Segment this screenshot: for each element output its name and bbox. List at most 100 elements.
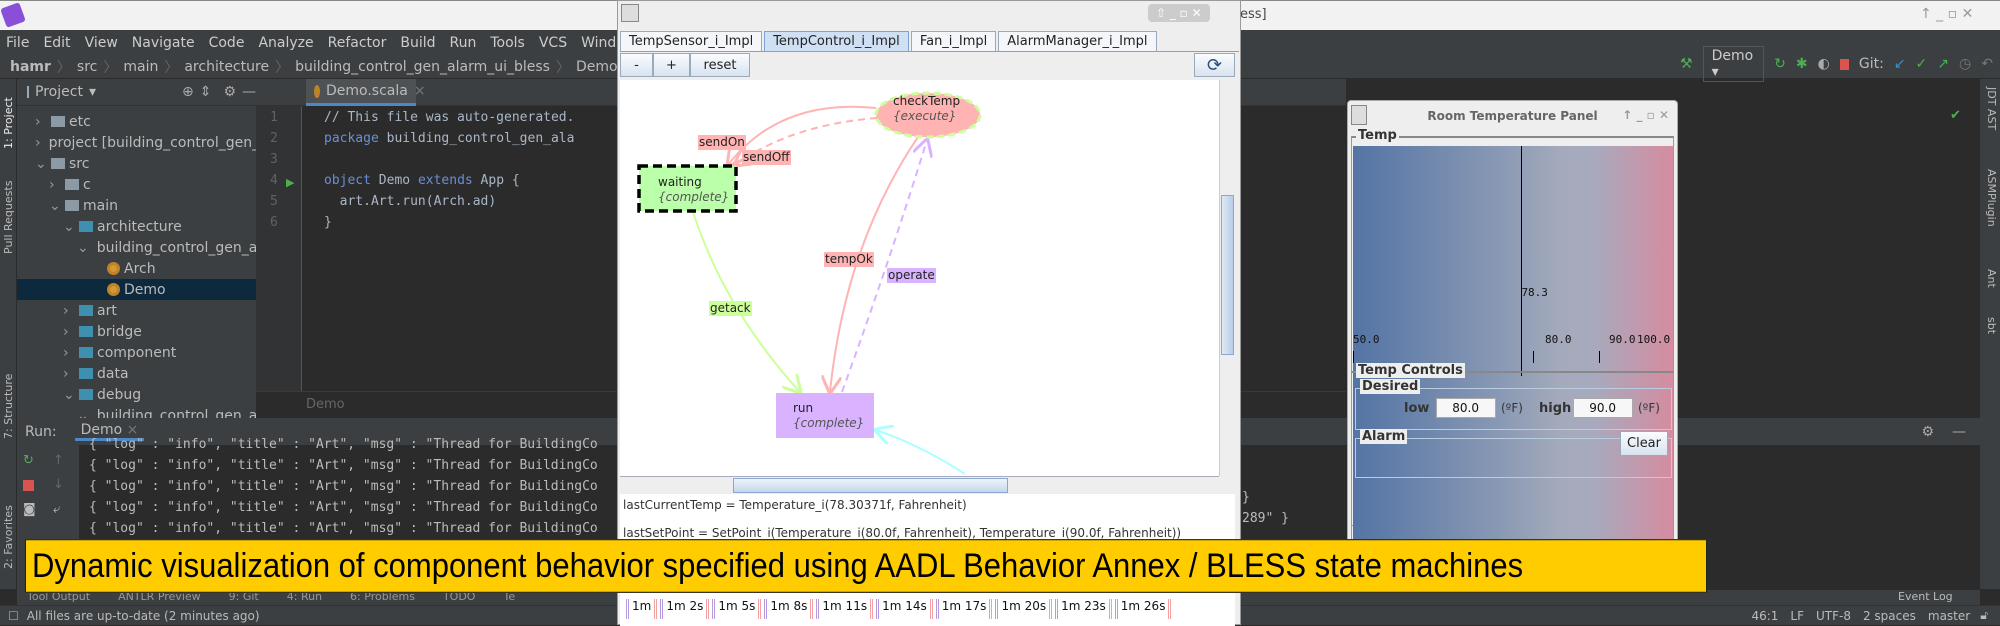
tree-item[interactable]: ⌄debug — [17, 384, 256, 405]
gear-icon[interactable]: ⚙ — [223, 84, 236, 100]
run-hide-icon[interactable]: — — [1952, 423, 1966, 440]
timeline-tick[interactable]: 1m 2s — [660, 599, 710, 619]
timeline-tick[interactable]: 1m 17s — [935, 599, 993, 619]
bottom-tab[interactable]: 6: Problems — [350, 590, 415, 603]
up-icon[interactable]: ↑ — [53, 453, 64, 468]
menu-build[interactable]: Build — [400, 35, 436, 51]
menu-code[interactable]: Code — [208, 35, 245, 51]
chevron-icon[interactable]: › — [49, 176, 55, 193]
reset-button[interactable]: reset — [690, 53, 750, 77]
lock-icon[interactable]: 🔓︎ — [1980, 608, 1988, 622]
breadcrumb-item[interactable]: main — [123, 59, 159, 75]
menu-vcs[interactable]: VCS — [538, 35, 568, 51]
tab-demo-scala[interactable]: Demo.scala× — [306, 79, 426, 106]
state-checkTemp[interactable]: checkTemp{execute} — [893, 94, 961, 123]
tree-item[interactable]: ⌄architecture — [17, 216, 256, 237]
tree-item[interactable]: Demo — [17, 279, 256, 300]
run-tab-demo[interactable]: Demo × — [74, 422, 145, 441]
menu-tools[interactable]: Tools — [490, 35, 525, 51]
room-window-controls[interactable]: ↑ _ ▫ ✕ — [1622, 108, 1669, 122]
menu-refactor[interactable]: Refactor — [327, 35, 387, 51]
menu-view[interactable]: View — [84, 35, 118, 51]
close-tab-icon[interactable]: × — [413, 83, 426, 99]
tab-fan_i_impl[interactable]: Fan_i_Impl — [910, 31, 997, 51]
zoom-out-button[interactable]: - — [620, 53, 653, 77]
menu-run[interactable]: Run — [449, 35, 477, 51]
tree-item[interactable]: ›component — [17, 342, 256, 363]
locate-icon[interactable]: ⊕ — [181, 84, 194, 100]
tree-item[interactable]: ›data — [17, 363, 256, 384]
rerun-icon[interactable]: ↻ — [23, 453, 34, 468]
status-square-icon[interactable]: ☐ — [8, 608, 19, 623]
tree-item[interactable]: ›art — [17, 300, 256, 321]
chevron-icon[interactable]: ⌄ — [35, 155, 47, 172]
low-temp-spinner[interactable]: 80.0 — [1436, 398, 1496, 418]
timeline-tick[interactable]: 1m 11s — [816, 599, 874, 619]
chevron-icon[interactable]: ⌄ — [77, 239, 89, 256]
debug-icon[interactable]: ✱ — [1795, 56, 1808, 72]
tree-item[interactable]: ›bridge — [17, 321, 256, 342]
stop-icon[interactable] — [1839, 58, 1849, 70]
bottom-tab[interactable]: 9: Git — [228, 590, 259, 603]
menu-edit[interactable]: Edit — [43, 35, 71, 51]
tree-item[interactable]: ›etc — [17, 111, 256, 132]
timeline-tick[interactable]: 1m 5s — [712, 599, 762, 619]
tree-item[interactable]: ⌄main — [17, 195, 256, 216]
git-push-icon[interactable]: ↗ — [1937, 56, 1950, 72]
breadcrumb-item[interactable]: src — [76, 59, 98, 75]
breadcrumb-item[interactable]: building_control_gen_alarm_ui_bless — [295, 59, 550, 75]
run-gutter-icon[interactable]: ▶ — [286, 176, 295, 189]
chevron-icon[interactable]: › — [63, 323, 69, 340]
zoom-in-button[interactable]: + — [653, 53, 690, 77]
timeline-tick[interactable]: 1m 8s — [764, 599, 814, 619]
down-icon[interactable]: ↓ — [53, 477, 64, 492]
tab-alarmmanager_i_impl[interactable]: AlarmManager_i_Impl — [998, 31, 1157, 51]
git-update-icon[interactable]: ↙ — [1893, 56, 1906, 72]
chevron-icon[interactable]: › — [63, 302, 69, 319]
menu-file[interactable]: File — [6, 35, 30, 51]
menu-analyze[interactable]: Analyze — [258, 35, 314, 51]
refresh-icon[interactable]: ⟳ — [1194, 53, 1235, 77]
chevron-icon[interactable]: ⌄ — [49, 197, 61, 214]
chevron-icon[interactable]: › — [63, 365, 69, 382]
chevron-icon[interactable]: ⌄ — [63, 386, 75, 403]
bottom-tab[interactable]: ANTLR Preview — [118, 590, 201, 603]
encoding[interactable]: UTF-8 — [1816, 608, 1851, 623]
bottom-tab[interactable]: Tool Output — [27, 590, 91, 603]
line-separator[interactable]: LF — [1790, 608, 1804, 623]
indent[interactable]: 2 spaces — [1862, 608, 1916, 623]
state-waiting[interactable]: waiting{complete} — [658, 175, 730, 204]
project-view-select[interactable]: Project — [35, 84, 83, 100]
tree-item[interactable]: ⌄building_control_gen_alar — [17, 237, 276, 258]
breadcrumb-item[interactable]: hamr — [10, 59, 51, 75]
rerun-icon[interactable]: ↻ — [1774, 56, 1786, 72]
history-icon[interactable]: ◷ — [1959, 56, 1972, 72]
hide-icon[interactable]: — — [242, 84, 256, 100]
menu-navigate[interactable]: Navigate — [131, 35, 195, 51]
bottom-tab[interactable]: TODO — [442, 590, 476, 603]
diagram-window-controls[interactable]: ⇧ _ ▫ ✕ — [1148, 4, 1210, 22]
tree-item[interactable]: ›project [building_control_gen_a — [17, 132, 268, 153]
chevron-icon[interactable]: › — [35, 134, 41, 151]
window-controls[interactable]: ↑ _ ▫ ✕ — [1920, 6, 1974, 22]
tab-tempsensor_i_impl[interactable]: TempSensor_i_Impl — [620, 31, 763, 51]
git-commit-icon[interactable]: ✓ — [1915, 56, 1928, 72]
camera-icon[interactable]: ◙ — [23, 502, 36, 517]
git-branch[interactable]: master — [1927, 608, 1971, 623]
chevron-icon[interactable]: ⌄ — [77, 407, 89, 424]
run-config-select[interactable]: Demo ▾ — [1702, 46, 1765, 82]
vertical-scrollbar[interactable] — [1219, 80, 1235, 476]
tree-item[interactable]: ⌄src — [17, 153, 256, 174]
bottom-tab[interactable]: 4: Run — [286, 590, 323, 603]
soft-wrap-icon[interactable]: ⤶ — [53, 502, 61, 517]
event-log-button[interactable]: Event Log — [1898, 590, 1953, 603]
bottom-tab[interactable]: Te — [503, 590, 516, 603]
clear-alarm-button[interactable]: Clear — [1620, 431, 1668, 456]
breadcrumb-item[interactable]: architecture — [184, 59, 270, 75]
timeline-tick[interactable]: 1m 20s — [995, 599, 1053, 619]
tab-tempcontrol_i_impl[interactable]: TempControl_i_Impl — [764, 31, 909, 51]
timeline-tick[interactable]: 1m 26s — [1114, 599, 1172, 619]
horizontal-scrollbar[interactable] — [620, 476, 1219, 494]
state-run[interactable]: run{complete} — [793, 401, 865, 430]
